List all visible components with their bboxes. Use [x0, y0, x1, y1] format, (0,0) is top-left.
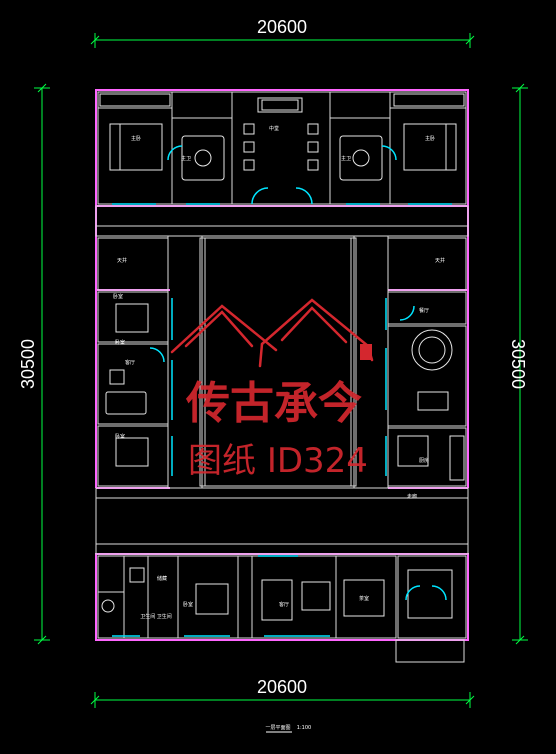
dimension-lines [34, 33, 528, 708]
caption-title: 一层平面图 [265, 725, 290, 731]
room-hall-top: 中堂 [269, 125, 279, 132]
caption-scale: 1:100 [297, 725, 311, 731]
room-bottom-tea: 茶室 [359, 595, 369, 602]
room-wing-left: 天井 [117, 257, 127, 264]
room-dining-right: 餐厅 [419, 307, 429, 314]
watermark-id: 图纸 ID324 [188, 441, 368, 481]
furniture [99, 93, 465, 621]
room-bottom-storage: 储藏 [157, 575, 167, 582]
room-wing-right: 天井 [435, 257, 445, 264]
watermark-roof-logo [170, 298, 374, 368]
room-bath-left: 主卫 [181, 155, 191, 162]
room-bottom-lounge: 客厅 [279, 601, 289, 608]
room-bedroom-left-1: 卧室 [113, 293, 123, 300]
room-bedroom-left-3: 卧室 [115, 433, 125, 440]
dimension-bottom: 20600 [257, 677, 307, 697]
room-corridor-right: 走廊 [407, 493, 417, 500]
watermark-brand: 传古承今 [185, 378, 362, 429]
room-bottom-bedroom: 卧室 [183, 601, 193, 608]
room-bedroom-left-2: 卧室 [115, 339, 125, 346]
interior-walls [95, 91, 469, 663]
room-bath-right: 主卫 [341, 155, 351, 162]
room-master-bedroom-left: 主卧 [131, 135, 141, 142]
dimension-top: 20600 [257, 17, 307, 37]
room-bottom-wc: 卫生间 卫生间 [140, 613, 172, 620]
dimension-left: 30500 [18, 339, 38, 389]
dimension-right: 30500 [508, 339, 528, 389]
doors-windows [112, 145, 452, 637]
outer-walls [95, 89, 469, 641]
room-master-bedroom-right: 主卧 [425, 135, 435, 142]
room-kitchen-right: 厨房 [419, 457, 429, 464]
room-living-left: 客厅 [125, 359, 135, 366]
